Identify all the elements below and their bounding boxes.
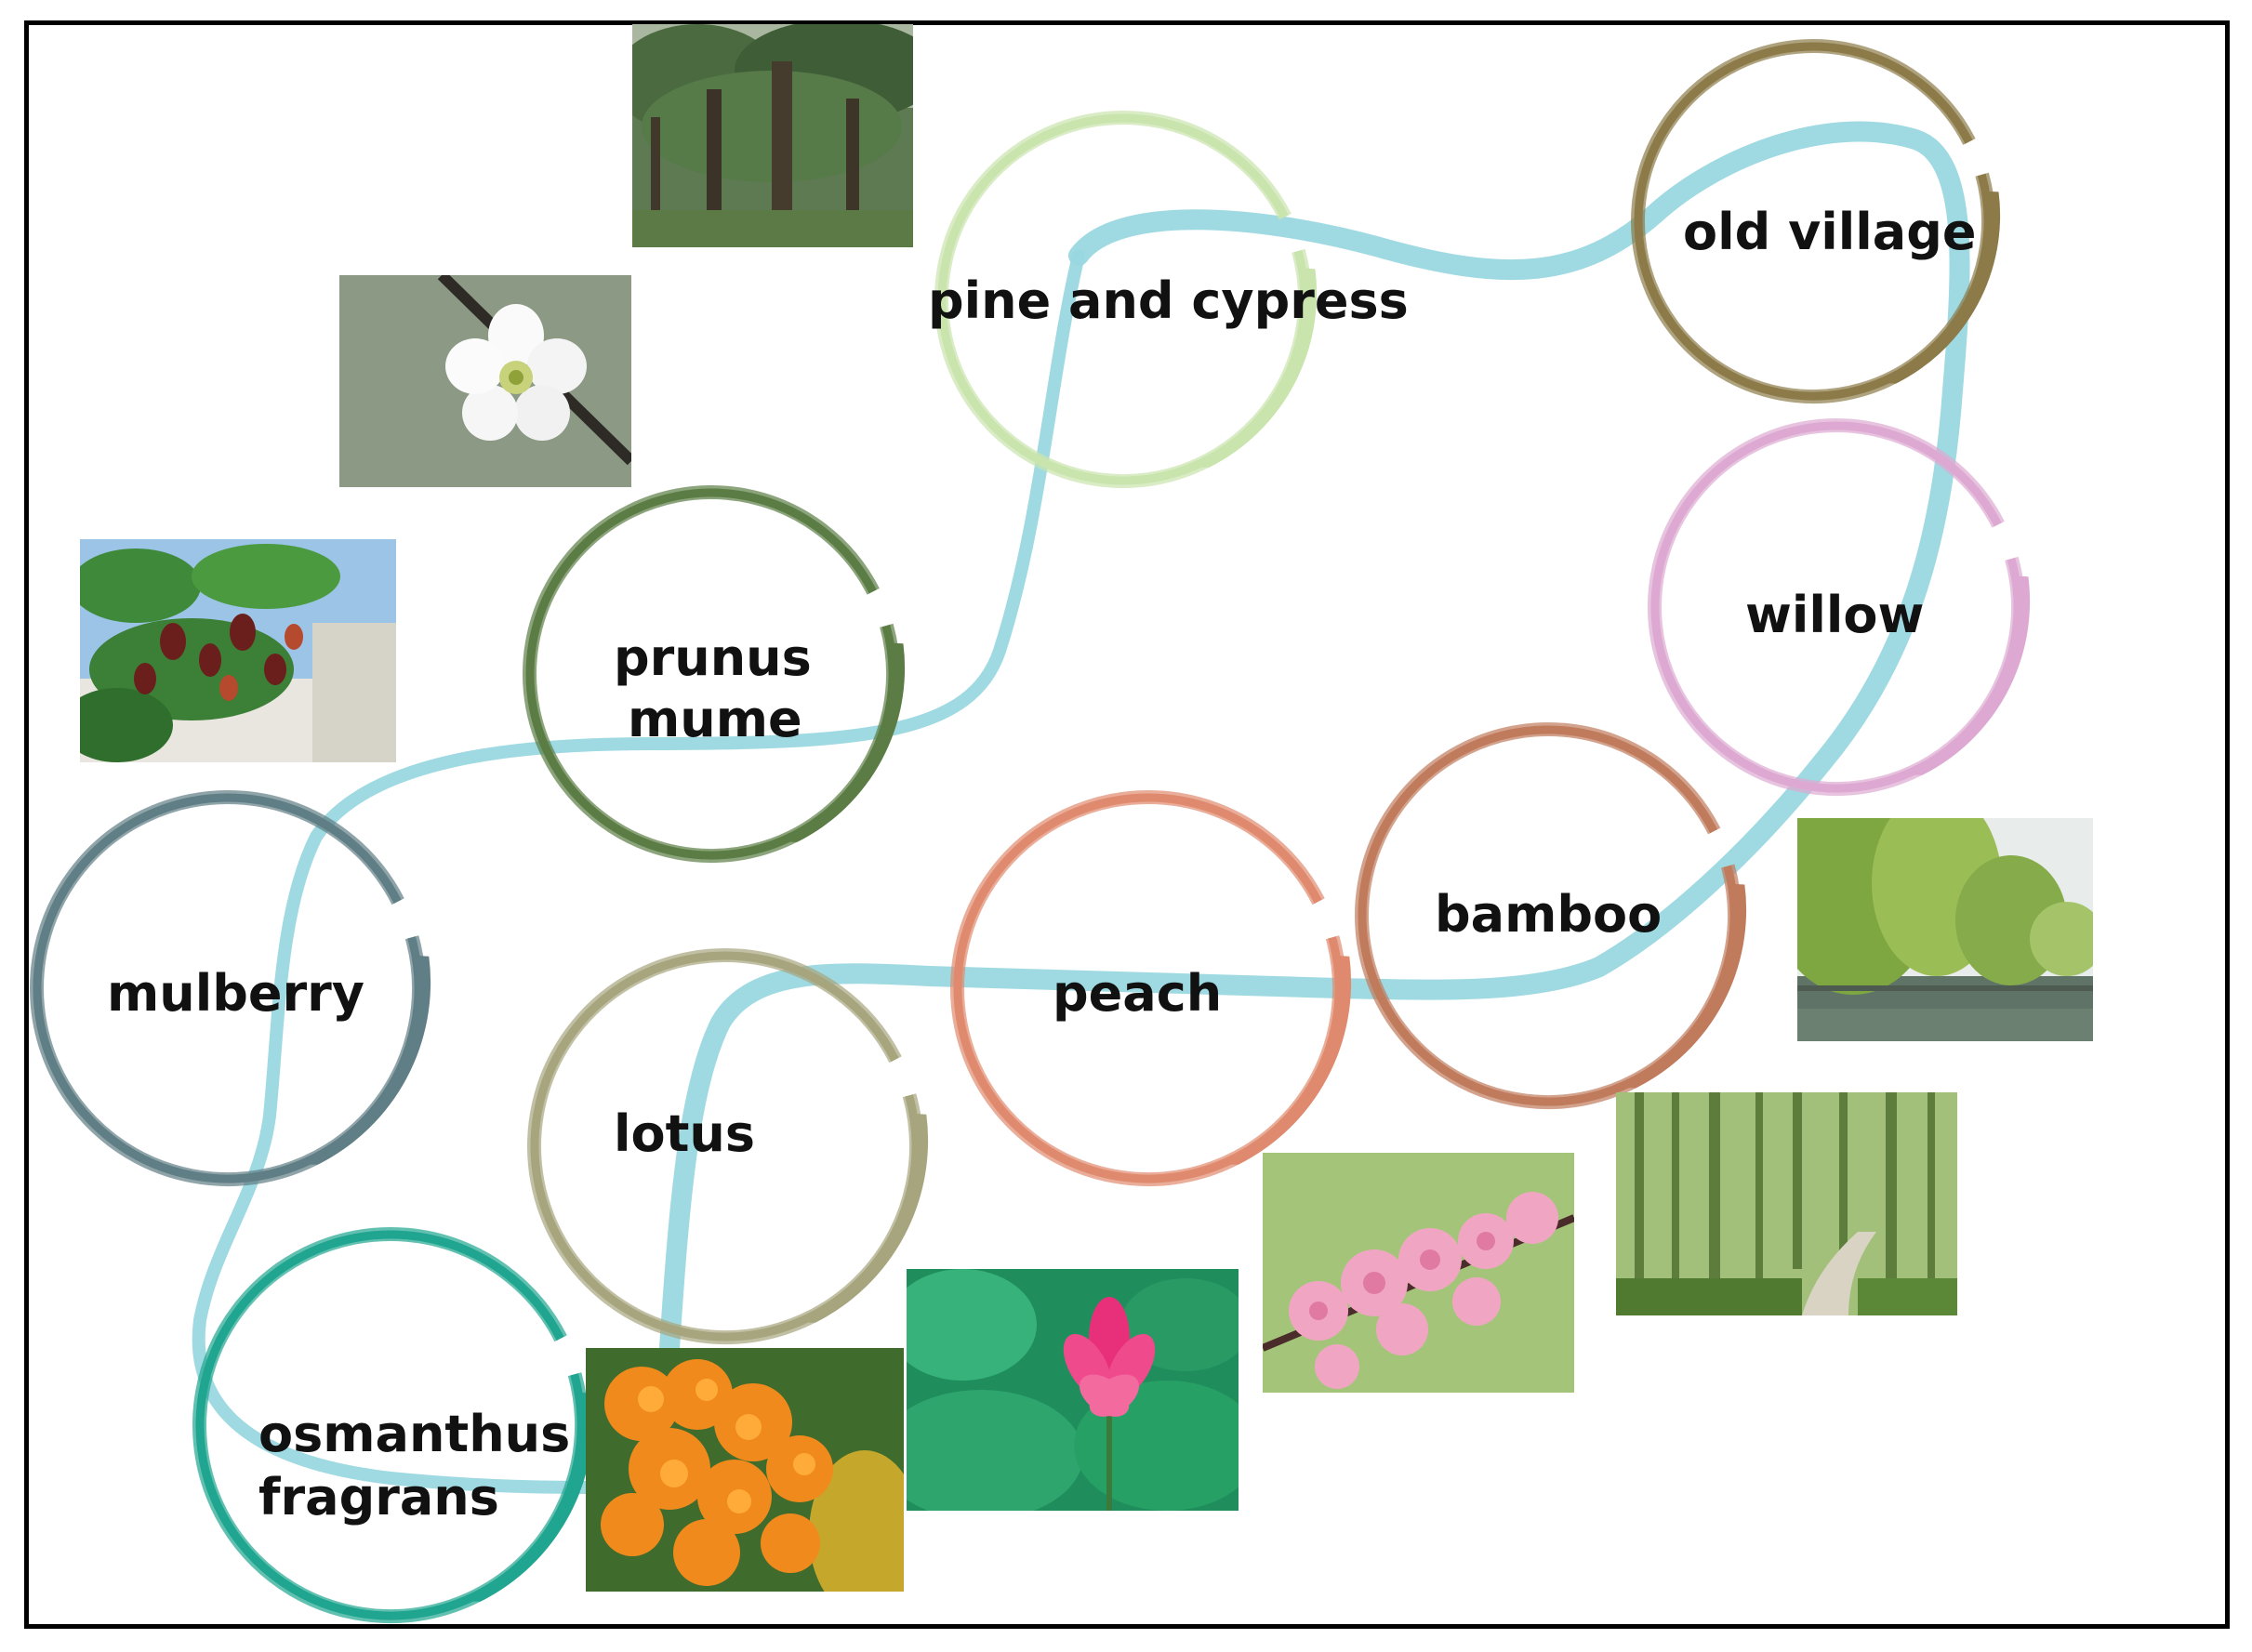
ring-tail-bamboo bbox=[1619, 883, 1747, 1089]
photo-osmanthus bbox=[586, 1348, 904, 1592]
ring-village bbox=[1631, 39, 2001, 403]
node-label-prunus-mume-line2: mume bbox=[628, 690, 802, 748]
ring-stroke-osmanthus bbox=[203, 1237, 578, 1613]
ring-stroke-bamboo bbox=[1358, 725, 1739, 1106]
node-label-old-village: old village bbox=[1683, 203, 1977, 261]
photo-lotus bbox=[907, 1269, 1239, 1511]
node-label-peach: peach bbox=[1053, 964, 1223, 1023]
ring-pine bbox=[934, 111, 1318, 488]
photo-prunus-mume bbox=[339, 275, 631, 487]
ring-osmanthus bbox=[192, 1227, 594, 1623]
ring-willow bbox=[1648, 418, 2031, 796]
ring-stroke-pine bbox=[937, 113, 1309, 485]
ring-tail-lotus bbox=[798, 1113, 929, 1323]
node-label-osmanthus-line1: osmanthus bbox=[258, 1405, 571, 1463]
ring-bamboo bbox=[1354, 721, 1747, 1109]
photo-bamboo bbox=[1616, 1092, 1957, 1315]
node-label-pine-cypress: pine and cypress bbox=[928, 271, 1409, 330]
ring-stroke-village bbox=[1634, 42, 1993, 401]
ring-stroke-prunus bbox=[525, 488, 897, 860]
ring-tail-osmanthus bbox=[463, 1392, 594, 1602]
ring-lotus bbox=[527, 948, 929, 1344]
ring-stroke-prunus bbox=[533, 496, 890, 852]
ring-stroke-mulberry bbox=[33, 793, 423, 1183]
rings bbox=[30, 39, 2031, 1623]
ring-stroke-willow bbox=[1650, 421, 2022, 793]
ring-stroke-mulberry bbox=[40, 800, 416, 1176]
node-label-mulberry: mulberry bbox=[107, 964, 364, 1023]
photo-pine-cypress bbox=[632, 24, 913, 247]
ring-mulberry bbox=[30, 790, 431, 1186]
photo-mulberry bbox=[80, 539, 396, 762]
ring-tail-willow bbox=[1905, 575, 2031, 775]
ring-stroke-willow bbox=[1658, 429, 2015, 786]
ring-prunus bbox=[523, 485, 906, 863]
ring-stroke-osmanthus bbox=[195, 1230, 586, 1620]
connection-path-segment-2 bbox=[192, 249, 1085, 1494]
ring-tail-village bbox=[1879, 191, 2001, 384]
photo-willow bbox=[1797, 818, 2093, 1041]
ring-stroke-peach bbox=[960, 800, 1336, 1176]
node-label-willow: willow bbox=[1745, 586, 1925, 644]
ring-tail-mulberry bbox=[300, 955, 431, 1165]
ring-stroke-lotus bbox=[537, 958, 913, 1334]
node-label-bamboo: bamboo bbox=[1435, 885, 1663, 944]
ring-stroke-village bbox=[1641, 49, 1985, 393]
ring-stroke-peach bbox=[953, 793, 1344, 1183]
ring-stroke-lotus bbox=[530, 951, 921, 1341]
ring-tail-prunus bbox=[780, 642, 906, 842]
ring-stroke-bamboo bbox=[1365, 733, 1731, 1099]
ring-stroke-pine bbox=[945, 121, 1302, 478]
node-label-osmanthus-line2: fragrans bbox=[258, 1468, 499, 1526]
ring-peach bbox=[950, 790, 1352, 1186]
node-label-prunus-mume-line1: prunus bbox=[614, 628, 812, 687]
photo-peach bbox=[1263, 1153, 1574, 1393]
ring-tail-pine bbox=[1192, 268, 1318, 468]
node-label-lotus: lotus bbox=[614, 1104, 756, 1163]
ring-tail-peach bbox=[1221, 955, 1352, 1165]
